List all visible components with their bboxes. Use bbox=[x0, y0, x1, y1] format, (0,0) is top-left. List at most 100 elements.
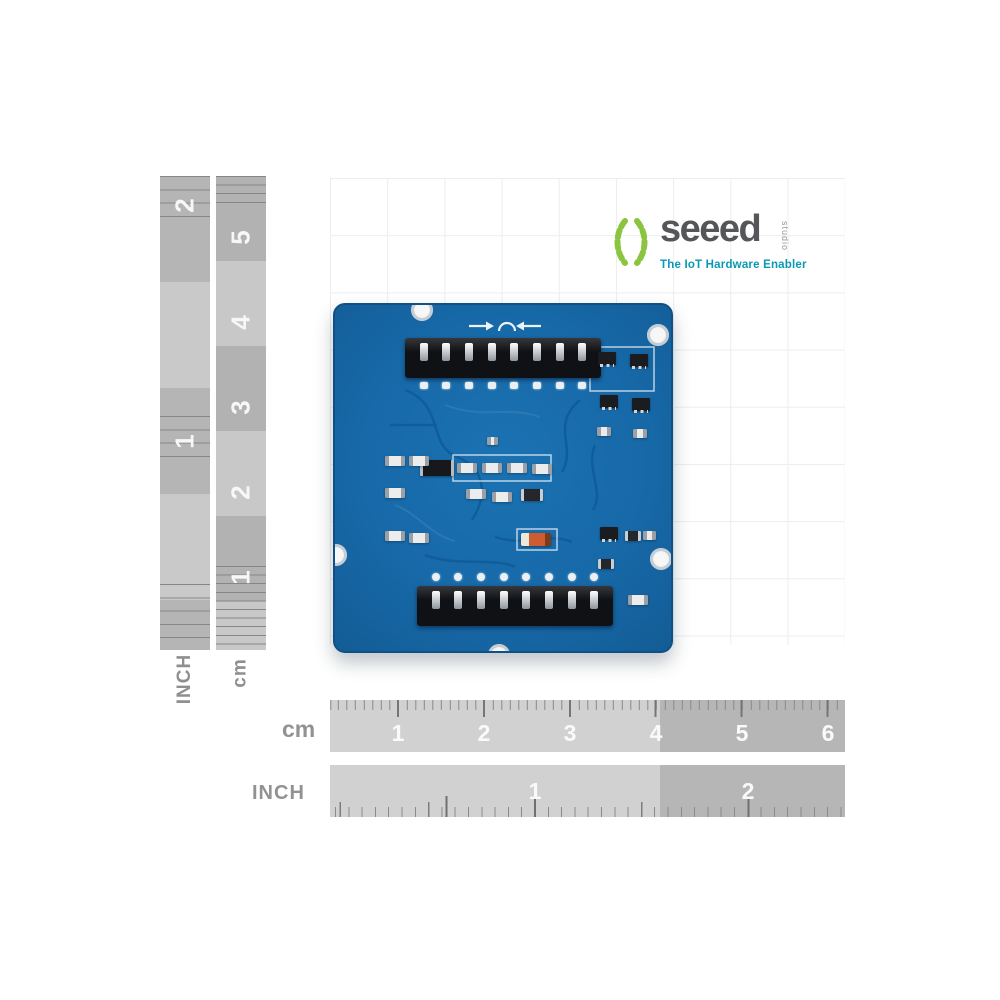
tick-band bbox=[160, 584, 210, 650]
tagline-text: The IoT Hardware Enabler bbox=[660, 259, 807, 271]
smd-capacitor bbox=[598, 559, 614, 569]
solder-pad bbox=[442, 382, 451, 389]
header-pin bbox=[454, 591, 463, 609]
transistor-chip bbox=[630, 354, 648, 369]
smd-resistor bbox=[457, 463, 477, 473]
mounting-hole bbox=[650, 548, 671, 570]
smd-resistor bbox=[385, 456, 405, 466]
smd-resistor bbox=[628, 595, 648, 605]
smd-resistor bbox=[532, 464, 552, 474]
mounting-hole bbox=[335, 544, 347, 566]
solder-pad bbox=[431, 573, 440, 581]
mounting-hole bbox=[411, 305, 433, 321]
tick-band bbox=[216, 176, 266, 208]
smd-resistor bbox=[507, 463, 527, 473]
ruler-mark: 2 bbox=[477, 720, 491, 746]
ruler-mark: 1 bbox=[225, 570, 256, 585]
top-pin-header bbox=[405, 338, 601, 378]
ruler-mark: 4 bbox=[649, 720, 663, 746]
ruler-mark: 2 bbox=[741, 778, 755, 804]
smd-resistor bbox=[633, 429, 647, 438]
grove-pcb-module bbox=[333, 303, 673, 653]
solder-pad bbox=[590, 573, 599, 581]
header-pin bbox=[578, 343, 587, 361]
solder-pad bbox=[522, 573, 531, 581]
mounting-hole bbox=[488, 644, 510, 651]
header-pin bbox=[590, 591, 599, 609]
solder-pad bbox=[487, 382, 496, 389]
transistor-chip bbox=[598, 352, 616, 367]
ruler-mark: 6 bbox=[821, 720, 835, 746]
horizontal-cm-ruler: 1 2 3 4 5 6 bbox=[330, 700, 845, 752]
transistor-chip bbox=[600, 395, 618, 410]
solder-pad bbox=[419, 382, 428, 389]
transistor-chip bbox=[632, 398, 650, 413]
header-pin bbox=[510, 343, 519, 361]
ruler-mark: 5 bbox=[735, 720, 749, 746]
smd-capacitor bbox=[625, 531, 641, 541]
mounting-hole bbox=[647, 324, 669, 346]
smd-resistor bbox=[482, 463, 502, 473]
solder-pad bbox=[567, 573, 576, 581]
header-pin bbox=[431, 591, 440, 609]
ruler-mark: 5 bbox=[225, 230, 256, 245]
solder-pad bbox=[555, 382, 564, 389]
horizontal-inch-ruler: 1 2 bbox=[330, 765, 845, 817]
smd-resistor bbox=[643, 531, 656, 540]
smd-resistor bbox=[492, 492, 512, 502]
solder-pad bbox=[454, 573, 463, 581]
solder-pad bbox=[510, 382, 519, 389]
smd-resistor bbox=[385, 531, 405, 541]
transistor-chip bbox=[600, 527, 618, 542]
solder-pad bbox=[544, 573, 553, 581]
tick-band bbox=[216, 566, 266, 650]
ruler-mark: 1 bbox=[528, 778, 542, 804]
bottom-pin-header bbox=[417, 586, 613, 626]
seeed-wreath-icon bbox=[614, 218, 648, 266]
studio-text: studio bbox=[780, 221, 790, 252]
header-pin bbox=[419, 343, 428, 361]
ruler-mark: 1 bbox=[169, 434, 200, 449]
header-pin bbox=[532, 343, 541, 361]
smd-capacitor bbox=[487, 437, 498, 445]
solder-pad bbox=[464, 382, 473, 389]
smd-resistor bbox=[597, 427, 611, 436]
diode bbox=[521, 533, 551, 546]
header-pin bbox=[464, 343, 473, 361]
ruler-mark: 4 bbox=[225, 315, 256, 330]
smd-capacitor bbox=[521, 489, 543, 501]
vertical-inch-ruler: 2 1 bbox=[160, 176, 210, 650]
tick-band bbox=[160, 416, 210, 458]
header-pin bbox=[442, 343, 451, 361]
tick-band bbox=[330, 700, 845, 717]
smd-resistor bbox=[409, 456, 429, 466]
smd-resistor bbox=[409, 533, 429, 543]
ruler-mark: 2 bbox=[225, 485, 256, 500]
header-pin bbox=[555, 343, 564, 361]
silkscreen-connector-symbol bbox=[469, 321, 541, 332]
seeed-logo: seeed studio The IoT Hardware Enabler bbox=[608, 208, 818, 280]
header-pin bbox=[499, 591, 508, 609]
tick-band bbox=[330, 796, 845, 817]
smd-resistor bbox=[385, 488, 405, 498]
tick-band bbox=[160, 176, 210, 222]
ruler-mark: 3 bbox=[563, 720, 577, 746]
solder-pad bbox=[499, 573, 508, 581]
header-pin bbox=[522, 591, 531, 609]
header-pin bbox=[487, 343, 496, 361]
solder-pad-row bbox=[417, 573, 613, 581]
vertical-cm-ruler-label: cm bbox=[230, 658, 251, 688]
horizontal-cm-ruler-label: cm bbox=[282, 716, 316, 742]
ruler-mark: 1 bbox=[391, 720, 405, 746]
header-pin bbox=[476, 591, 485, 609]
solder-pad-row bbox=[405, 382, 601, 389]
solder-pad bbox=[578, 382, 587, 389]
brand-text: seeed bbox=[660, 208, 762, 250]
ruler-mark: 3 bbox=[225, 400, 256, 415]
ruler-mark: 2 bbox=[169, 198, 200, 213]
solder-pad bbox=[532, 382, 541, 389]
header-pin bbox=[567, 591, 576, 609]
vertical-inch-ruler-label: INCH bbox=[174, 653, 196, 705]
smd-resistor bbox=[466, 489, 486, 499]
